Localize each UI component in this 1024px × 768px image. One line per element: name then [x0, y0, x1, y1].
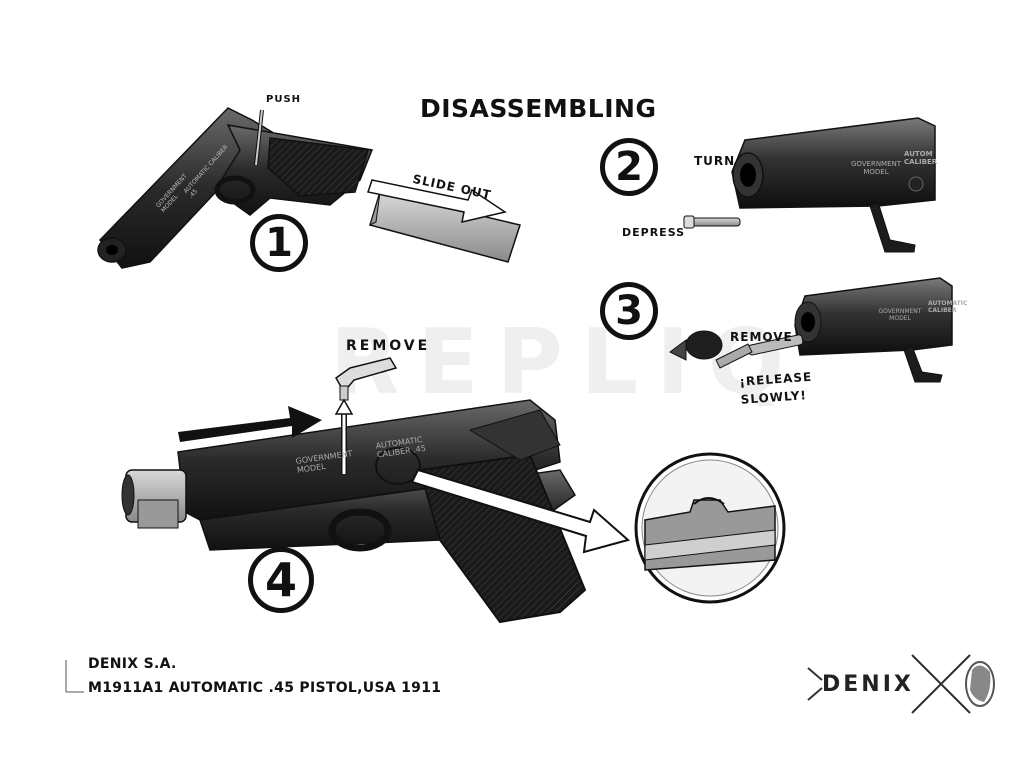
step3-barrel-drawing [669, 277, 953, 383]
step2-barrel-drawing [683, 117, 936, 253]
footer-company: DENIX S.A. [88, 656, 177, 672]
label-turn: TURN [694, 154, 736, 168]
label-release-slowly: ¡RELEASE SLOWLY! [738, 369, 813, 407]
engraving-step2-right: AUTOM CALIBER [904, 150, 938, 166]
step-3-badge: 3 [600, 282, 658, 340]
page-title: DISASSEMBLING [420, 94, 657, 123]
step-1-badge: 1 [250, 214, 308, 272]
denix-logo-mark [807, 654, 995, 714]
label-remove-step3: REMOVE [730, 330, 793, 344]
label-remove-step4: REMOVE [346, 338, 431, 354]
denix-logo-text: DENIX [822, 672, 914, 697]
label-push: PUSH [266, 94, 302, 105]
slide-stop-part [335, 357, 398, 401]
axis-glyph-icon [65, 660, 84, 693]
step-2-badge: 2 [600, 138, 658, 196]
magnifier-detail [634, 452, 786, 604]
step1-pistol-drawing [97, 107, 521, 269]
engraving-step3: GOVERNMENT MODEL [878, 308, 922, 322]
label-depress: DEPRESS [622, 226, 686, 239]
footer-model: M1911A1 AUTOMATIC .45 PISTOL,USA 1911 [88, 680, 442, 696]
step-4-badge: 4 [248, 547, 314, 613]
engraving-step2: GOVERNMENT MODEL [850, 160, 902, 176]
watermark-text: REPLIQ [330, 310, 803, 415]
engraving-step3-right: AUTOMATIC CALIBER [928, 300, 968, 314]
step4-pistol-drawing [121, 357, 631, 624]
